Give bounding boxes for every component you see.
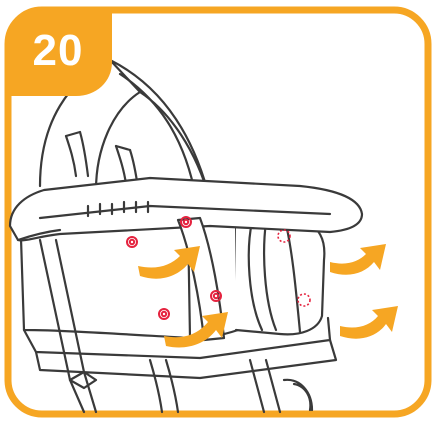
harness-slot-left — [66, 132, 88, 176]
wheel — [284, 380, 312, 410]
arrow-right-icon — [340, 306, 398, 339]
high-chair-drawing — [10, 60, 362, 412]
step-number: 20 — [6, 5, 110, 97]
front-leg-right — [150, 360, 178, 412]
arrow-right-icon — [330, 244, 386, 275]
